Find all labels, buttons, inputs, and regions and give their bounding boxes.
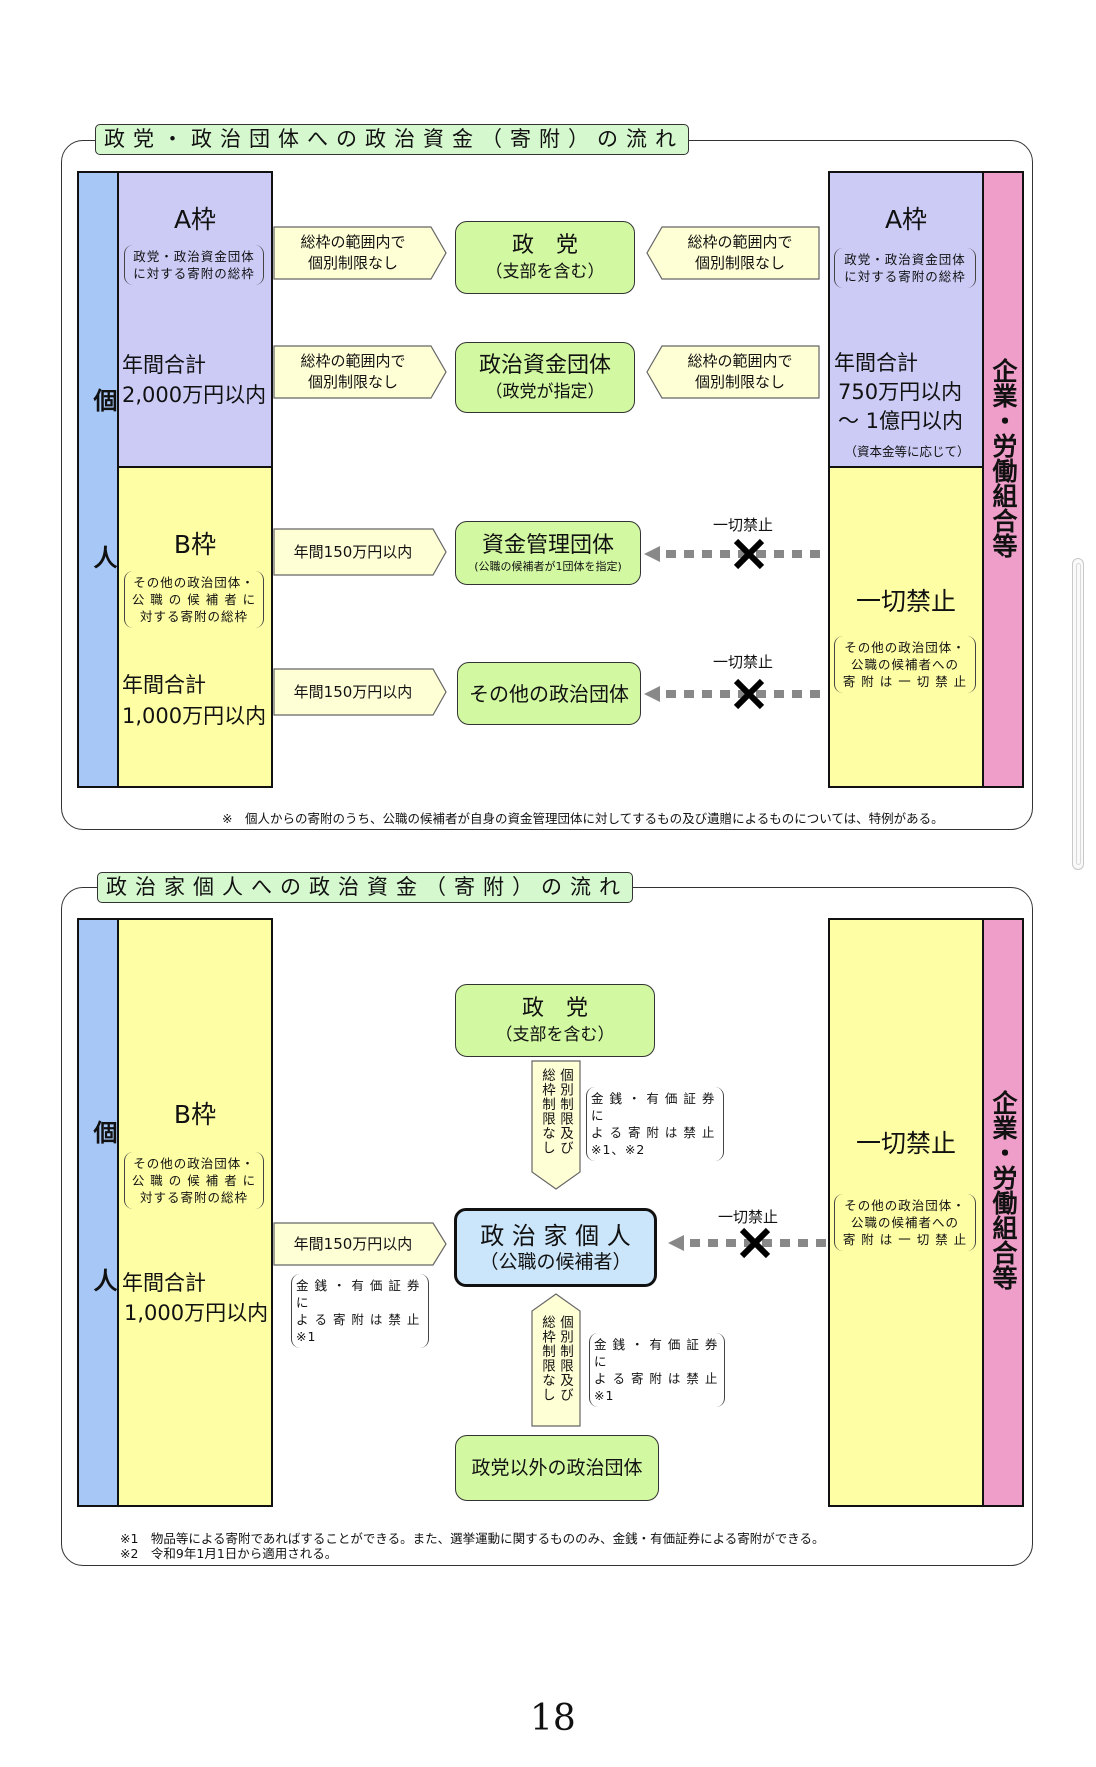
- left-b-frame: [117, 918, 273, 1507]
- left-a-frame-desc: 政党・政治資金団体 に対する寄附の総枠: [124, 245, 264, 285]
- individual-arrow-note: 金 銭 ・ 有 価 証 券 に よ る 寄 附 は 禁 止 ※1: [291, 1274, 429, 1348]
- individual-label-char: 個: [89, 388, 117, 412]
- recipient-other-org: その他の政治団体: [457, 662, 641, 725]
- banned-arrow-mgmt-org: [644, 546, 826, 562]
- corporate-column: [982, 171, 1024, 788]
- right-banned-title: 一切禁止: [855, 1129, 956, 1158]
- recipient-party-name: 政 党: [521, 995, 588, 1021]
- left-a-frame-sum-label: 年間合計: [122, 353, 206, 377]
- panel2-title: 政治家個人への政治資金（寄附）の流れ: [97, 872, 633, 903]
- left-b-frame-sum-label: 年間合計: [122, 1271, 206, 1295]
- arrow-individual-to-fund-org: 総枠の範囲内で 個別制限なし: [273, 345, 447, 399]
- panel1-title: 政党・政治団体への政治資金（寄附）の流れ: [95, 124, 689, 155]
- right-a-frame-desc: 政党・政治資金団体 に対する寄附の総枠: [834, 248, 976, 288]
- politician-name: 政 治 家 個 人: [480, 1221, 631, 1250]
- corporate-label: 企業・労働組合等: [989, 358, 1018, 558]
- left-b-frame-sum-value: 1,000万円以内: [122, 704, 267, 728]
- arrow-label: 年間150万円以内: [293, 1234, 413, 1253]
- prohibited-x-icon: [733, 678, 765, 710]
- recipient-non-party-org-name: 政党以外の政治団体: [471, 1457, 643, 1479]
- arrow-corporate-to-fund-org: 総枠の範囲内で 個別制限なし: [646, 345, 820, 399]
- banned-arrow-politician: [668, 1235, 828, 1251]
- arrow-label: 総枠の範囲内で 個別制限なし: [687, 352, 793, 391]
- arrow-label-col1: 個別制限及び: [557, 1315, 573, 1402]
- banned-label-politician: 一切禁止: [718, 1208, 779, 1226]
- other-org-note: 金 銭 ・ 有 価 証 券 に よ る 寄 附 は 禁 止 ※1: [589, 1333, 725, 1407]
- arrow-party-to-politician: 個別制限及び 総枠制限なし: [531, 1060, 581, 1190]
- recipient-non-party-org: 政党以外の政治団体: [455, 1435, 659, 1501]
- individual-label-bottom: 人: [86, 545, 121, 569]
- right-a-frame-sum-label: 年間合計: [834, 351, 918, 375]
- panel1-footnote: ※ 個人からの寄附のうち、公職の候補者が自身の資金管理団体に対してするもの及び遺…: [222, 811, 944, 826]
- arrow-label-col2: 総枠制限なし: [539, 1315, 555, 1402]
- right-a-frame-sum-value2: ～ 1億円以内: [838, 409, 964, 433]
- right-banned-frame: [828, 466, 984, 788]
- arrow-label: 総枠の範囲内で 個別制限なし: [300, 233, 406, 272]
- right-a-frame-sum-note: （資本金等に応じて）: [844, 444, 970, 459]
- individual-label-char: 人: [89, 545, 117, 569]
- arrow-label: 年間150万円以内: [293, 542, 413, 561]
- left-b-frame-sum-value: 1,000万円以内: [124, 1301, 269, 1325]
- left-b-frame: [117, 466, 273, 788]
- politician-sub: （公職の候補者）: [479, 1250, 632, 1273]
- panel2-footnote-2: ※2 令和9年1月1日から適用される。: [120, 1546, 338, 1561]
- recipient-party-sub: （支部を含む）: [485, 261, 605, 282]
- arrow-label-col2: 総枠制限なし: [539, 1068, 555, 1155]
- recipient-party-sub: （支部を含む）: [495, 1024, 615, 1045]
- right-banned-desc: その他の政治団体・ 公職の候補者への 寄 附 は 一 切 禁 止: [834, 1194, 976, 1251]
- recipient-mgmt-org-sub: (公職の候補者が1団体を指定): [474, 560, 622, 573]
- arrow-individual-to-politician: 年間150万円以内: [273, 1222, 447, 1266]
- prohibited-x-icon: [733, 538, 765, 570]
- recipient-mgmt-org-name: 資金管理団体: [481, 533, 614, 558]
- recipient-party-name: 政 党: [511, 232, 578, 258]
- banned-label-other-org: 一切禁止: [713, 653, 774, 671]
- recipient-party: 政 党 （支部を含む）: [455, 221, 635, 294]
- arrow-individual-to-party: 総枠の範囲内で 個別制限なし: [273, 226, 447, 280]
- arrow-individual-to-other-org: 年間150万円以内: [273, 668, 447, 716]
- arrow-label-col1: 個別制限及び: [557, 1068, 573, 1155]
- individual-label-char: 人: [89, 1268, 117, 1292]
- arrow-other-org-to-politician: 個別制限及び 総枠制限なし: [531, 1293, 581, 1427]
- right-banned-title: 一切禁止: [855, 587, 956, 616]
- right-a-frame-sum-value: 750万円以内: [838, 380, 963, 404]
- arrow-label: 総枠の範囲内で 個別制限なし: [300, 352, 406, 391]
- right-banned-desc: その他の政治団体・ 公職の候補者への 寄 附 は 一 切 禁 止: [834, 636, 976, 693]
- left-a-frame-title: A枠: [173, 205, 217, 234]
- politician-individual: 政 治 家 個 人 （公職の候補者）: [454, 1208, 657, 1287]
- left-b-frame-desc: その他の政治団体・ 公 職 の 候 補 者 に 対する寄附の総枠: [124, 1152, 264, 1209]
- page-number: 18: [530, 1698, 576, 1739]
- arrow-label: 総枠の範囲内で 個別制限なし: [687, 233, 793, 272]
- recipient-fund-org: 政治資金団体 （政党が指定）: [455, 342, 635, 413]
- left-b-frame-desc: その他の政治団体・ 公 職 の 候 補 者 に 対する寄附の総枠: [124, 571, 264, 628]
- banned-arrow-other-org: [644, 686, 826, 702]
- left-b-frame-title: B枠: [173, 1100, 217, 1129]
- recipient-other-org-name: その他の政治団体: [469, 681, 629, 706]
- corporate-column: [982, 918, 1024, 1507]
- arrow-corporate-to-party: 総枠の範囲内で 個別制限なし: [646, 226, 820, 280]
- arrow-individual-to-mgmt-org: 年間150万円以内: [273, 528, 447, 576]
- individual-label-top: 個: [86, 388, 121, 412]
- left-a-frame-sum-value: 2,000万円以内: [122, 383, 267, 407]
- vertical-scrollbar[interactable]: [1072, 558, 1084, 870]
- recipient-mgmt-org: 資金管理団体 (公職の候補者が1団体を指定): [455, 521, 641, 585]
- recipient-party: 政 党 （支部を含む）: [455, 984, 655, 1057]
- individual-column: [77, 171, 119, 788]
- individual-label-bottom: 人: [86, 1268, 121, 1292]
- recipient-fund-org-name: 政治資金団体: [478, 352, 611, 378]
- left-b-frame-sum-label: 年間合計: [122, 673, 206, 697]
- recipient-fund-org-sub: （政党が指定）: [485, 381, 605, 402]
- panel2-footnote-1: ※1 物品等による寄附であればすることができる。また、選挙運動に関するもののみ、…: [120, 1531, 825, 1546]
- arrow-label: 年間150万円以内: [293, 682, 413, 701]
- left-a-frame: [117, 171, 273, 468]
- right-a-frame-title: A枠: [884, 205, 928, 234]
- prohibited-x-icon: [739, 1227, 771, 1259]
- corporate-label: 企業・労働組合等: [989, 1090, 1018, 1290]
- individual-column: [77, 918, 119, 1507]
- banned-label-mgmt-org: 一切禁止: [713, 516, 774, 534]
- individual-label-char: 個: [89, 1120, 117, 1144]
- individual-label-top: 個: [86, 1120, 121, 1144]
- left-b-frame-title: B枠: [173, 530, 217, 559]
- party-note: 金 銭 ・ 有 価 証 券 に よ る 寄 附 は 禁 止 ※1、※2: [586, 1087, 724, 1161]
